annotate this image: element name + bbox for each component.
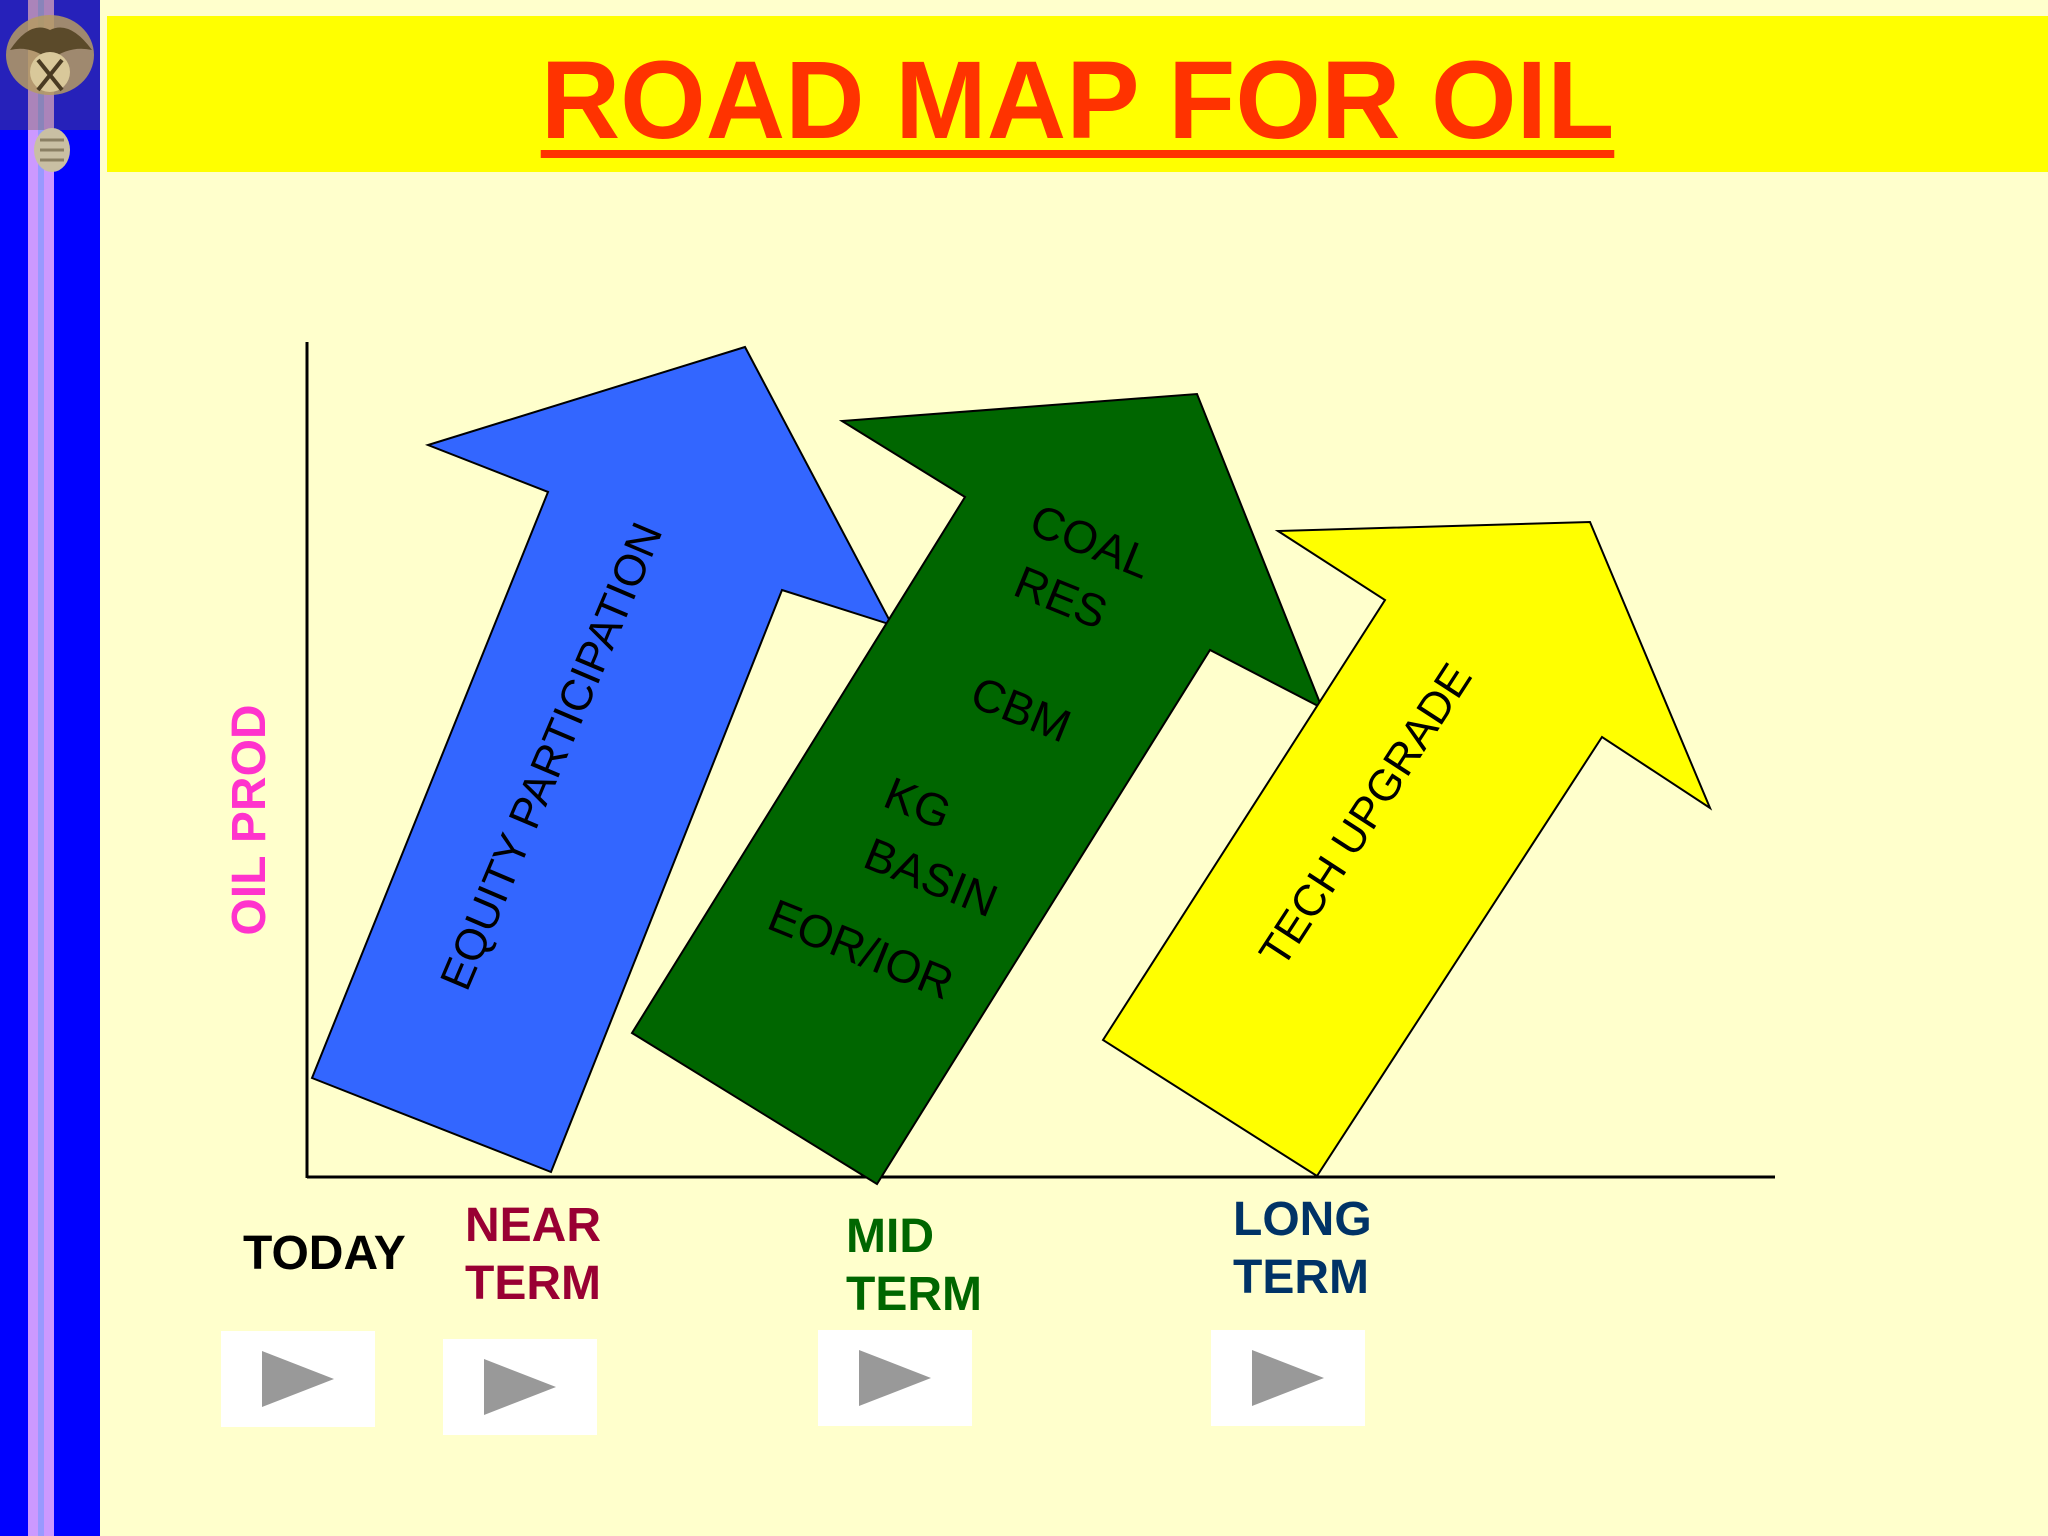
play-icon — [484, 1359, 556, 1415]
play-icon — [262, 1351, 334, 1407]
mid-term-play-button[interactable] — [818, 1330, 972, 1426]
emblem-logo — [0, 0, 108, 178]
phase-near-term: NEAR TERM — [465, 1197, 601, 1313]
title-bar: ROAD MAP FOR OIL — [107, 16, 2048, 172]
long-term-play-button[interactable] — [1211, 1330, 1365, 1426]
sidebar-strip — [0, 0, 100, 1536]
page-title: ROAD MAP FOR OIL — [540, 39, 1615, 162]
near-term-play-button[interactable] — [443, 1339, 597, 1435]
equity-participation-arrow: EQUITY PARTICIPATION — [310, 345, 895, 1174]
phase-mid-term: MID TERM — [846, 1208, 982, 1324]
tech-upgrade-arrow: TECH UPGRADE — [1101, 520, 1713, 1178]
play-icon — [1252, 1350, 1324, 1406]
phase-near-term-line2: TERM — [465, 1257, 601, 1310]
phase-mid-term-line2: TERM — [846, 1268, 982, 1321]
phase-long-term-line2: TERM — [1233, 1251, 1369, 1304]
phase-long-term: LONG TERM — [1233, 1191, 1372, 1307]
phase-near-term-line1: NEAR — [465, 1199, 602, 1252]
phase-today-label: TODAY — [243, 1227, 406, 1280]
play-icon — [859, 1350, 931, 1406]
domestic-resources-arrow: COAL RES CBM KG BASIN EOR/IOR — [630, 392, 1324, 1186]
phase-mid-term-line1: MID — [846, 1210, 934, 1263]
today-play-button[interactable] — [221, 1331, 375, 1427]
phase-long-term-line1: LONG — [1233, 1193, 1372, 1246]
y-axis-label: OIL PROD — [223, 704, 276, 935]
phase-today: TODAY — [243, 1225, 406, 1283]
